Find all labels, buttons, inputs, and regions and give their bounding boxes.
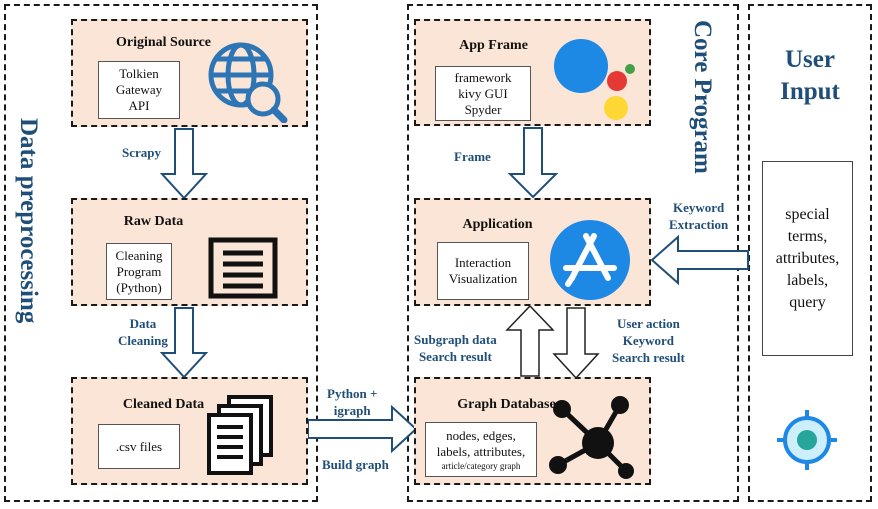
raw-data-line: Cleaning [115, 247, 163, 263]
user-action-line: Keyword [622, 333, 675, 348]
cleaned-data-line: .csv files [115, 438, 163, 454]
arrow-subgraph-up [505, 304, 555, 377]
application-details: Interaction Visualization [437, 242, 529, 300]
arrow-user-action-down [552, 307, 600, 380]
original-source-box: Original Source Tolkien Gateway API [71, 19, 308, 127]
document-lines-icon [208, 237, 278, 299]
python-igraph-line: Python + [327, 386, 378, 401]
app-frame-box: App Frame framework kivy GUI Spyder [414, 19, 651, 126]
python-igraph-line: igraph [333, 403, 371, 418]
original-source-line: API [128, 98, 150, 113]
app-frame-title: App Frame [459, 38, 528, 53]
user-input-line: query [789, 293, 826, 311]
user-input-line: terms, [787, 227, 828, 245]
graph-database-details: nodes, edges, labels, attributes, articl… [425, 422, 537, 477]
build-graph-label: Build graph [322, 457, 389, 472]
user-input-line: special [785, 205, 830, 223]
cleaned-data-details: .csv files [98, 424, 180, 469]
app-store-icon [550, 220, 630, 300]
cleaned-data-box: Cleaned Data .csv files [71, 377, 308, 485]
subgraph-label: Subgraph data Search result [414, 331, 497, 365]
user-input-title-line1: User [785, 46, 835, 73]
user-input-title-line2: Input [780, 78, 840, 105]
keyword-extraction-line: Keyword [672, 200, 725, 215]
application-title: Application [462, 217, 533, 232]
subgraph-line: Subgraph data [414, 332, 497, 347]
original-source-line: Tolkien [119, 66, 159, 81]
raw-data-box: Raw Data Cleaning Program (Python) [71, 198, 308, 306]
graph-database-title: Graph Database [457, 397, 556, 412]
user-action-line: Search result [612, 350, 685, 365]
original-source-line: Gateway [115, 82, 163, 97]
data-cleaning-line: Cleaning [118, 333, 168, 348]
arrow-scrapy [159, 128, 209, 200]
arrow-data-cleaning [159, 307, 209, 379]
raw-data-line: (Python) [116, 279, 162, 295]
app-frame-line: kivy GUI [458, 85, 508, 101]
arrow-frame [507, 127, 559, 199]
core-program-title: Core Program [689, 20, 716, 174]
arrow-build-graph [307, 404, 418, 454]
app-frame-line: framework [454, 69, 512, 85]
raw-data-line: Program [116, 263, 162, 279]
user-input-line: attributes, [775, 249, 840, 267]
raw-data-title: Raw Data [123, 214, 184, 229]
frame-label: Frame [454, 149, 491, 164]
graph-database-line: labels, attributes, [436, 443, 526, 459]
scrapy-label: Scrapy [122, 145, 161, 160]
user-input-line: labels, [786, 271, 829, 289]
user-input-box: special terms, attributes, labels, query [762, 161, 853, 356]
assistant-dots-icon [554, 39, 635, 120]
raw-data-details: Cleaning Program (Python) [106, 243, 172, 300]
graph-database-box: Graph Database nodes, edges, labels, att… [414, 377, 651, 485]
keyword-extraction-line: Extraction [669, 217, 729, 232]
subgraph-line: Search result [418, 349, 492, 364]
data-preprocessing-panel [4, 4, 318, 502]
keyword-extraction-label: Keyword Extraction [669, 199, 728, 233]
target-icon [777, 410, 837, 470]
graph-database-small-line: article/category graph [441, 460, 521, 471]
python-igraph-label: Python + igraph [327, 385, 377, 419]
user-action-line: User action [616, 316, 680, 331]
globe-search-icon [208, 42, 288, 123]
graph-database-line: nodes, edges, [446, 427, 516, 443]
data-cleaning-label: Data Cleaning [118, 315, 168, 349]
stacked-documents-icon [207, 395, 273, 475]
app-frame-details: framework kivy GUI Spyder [435, 66, 531, 121]
user-action-label: User action Keyword Search result [612, 315, 685, 366]
data-cleaning-line: Data [129, 316, 157, 331]
application-line: Visualization [448, 271, 518, 286]
arrow-keyword-extraction [650, 234, 749, 286]
network-graph-icon [549, 396, 634, 479]
original-source-title: Original Source [115, 35, 212, 50]
app-frame-line: Spyder [464, 101, 502, 117]
application-box: Application Interaction Visualization [414, 198, 651, 306]
data-preprocessing-title: Data preprocessing [15, 118, 42, 324]
cleaned-data-title: Cleaned Data [122, 397, 205, 412]
original-source-details: Tolkien Gateway API [98, 61, 180, 119]
application-line: Interaction [454, 255, 512, 270]
user-input-title: User Input [752, 44, 868, 108]
